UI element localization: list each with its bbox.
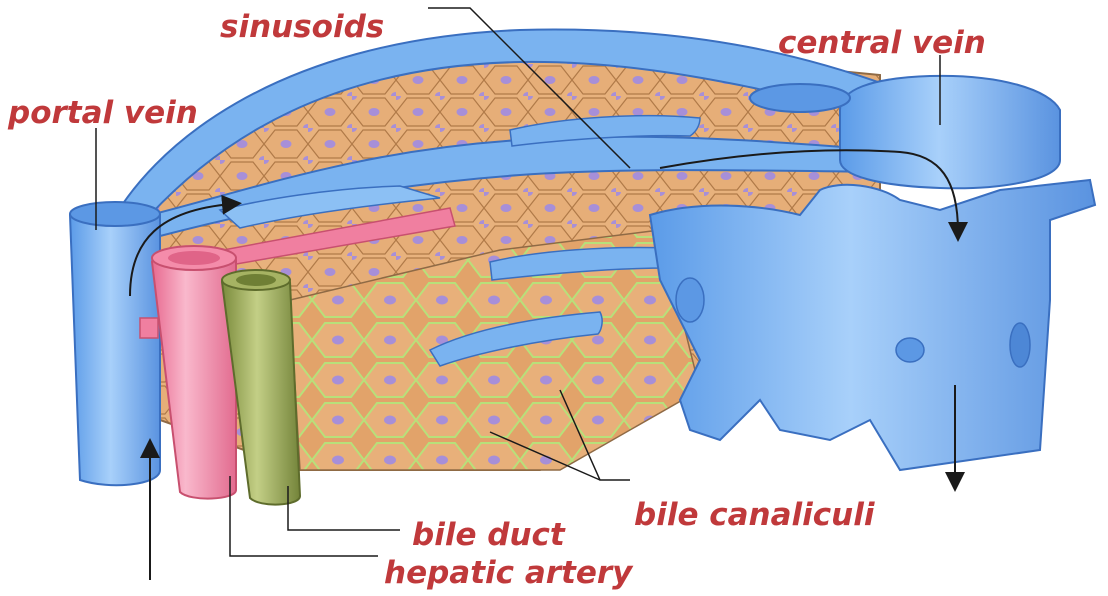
bile-duct-leader: [288, 486, 400, 530]
label-bile-canaliculi: bile canaliculi: [634, 500, 875, 531]
label-sinusoids: sinusoids: [220, 12, 384, 43]
label-bile-duct: bile duct: [412, 520, 565, 551]
branch-opening-1: [1010, 323, 1030, 367]
branch-opening-2: [676, 278, 704, 322]
branch-opening-3: [896, 338, 924, 362]
label-portal-vein: portal vein: [8, 98, 198, 129]
central-vein-opening: [750, 84, 850, 112]
label-hepatic-artery: hepatic artery: [384, 558, 632, 589]
portal-vein: [70, 206, 160, 486]
central-vein-branches: [650, 180, 1095, 470]
label-central-vein: central vein: [778, 28, 986, 59]
central-vein-upper: [840, 76, 1060, 188]
